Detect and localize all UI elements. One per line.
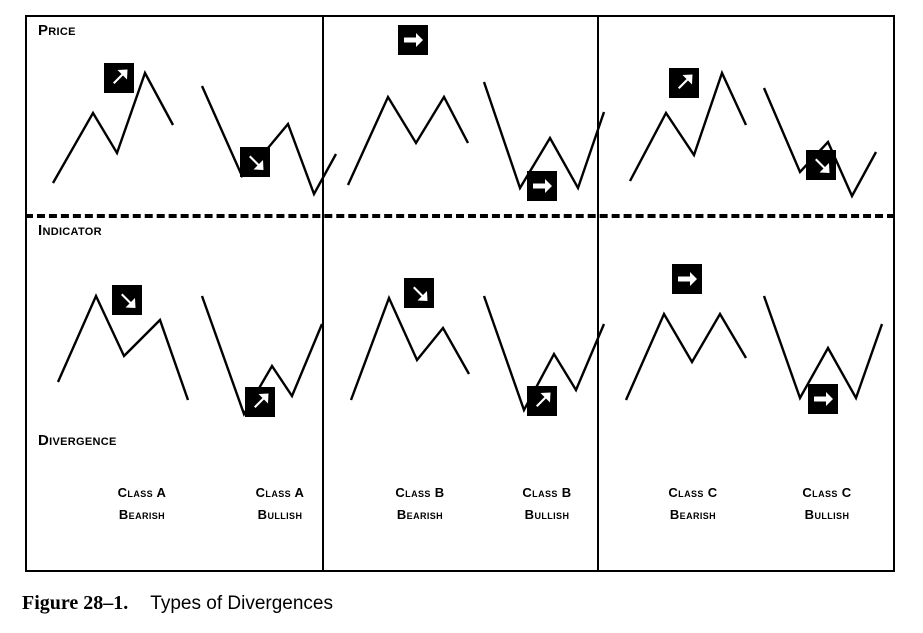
arrow-badge-up-right-price-class-a-bearish <box>104 63 134 93</box>
caption-line-2: Bullish <box>804 507 850 522</box>
arrow-down-right-icon <box>121 293 136 308</box>
caption-line-1: Class A <box>117 485 167 500</box>
caption-line-1: Class B <box>522 485 572 500</box>
caption-line-2: Bearish <box>669 507 717 522</box>
arrow-down-right-icon <box>413 286 428 301</box>
arrow-up-right-icon <box>254 393 269 408</box>
caption-class-c-bearish: Class C Bearish <box>618 482 768 526</box>
arrow-up-right-icon <box>536 392 551 407</box>
caption-line-2: Bearish <box>396 507 444 522</box>
polyline-price-class-b-bullish <box>482 81 606 191</box>
arrow-right-icon <box>814 392 833 406</box>
polyline-indicator-class-b-bearish <box>349 294 471 401</box>
arrow-up-right-icon <box>113 69 128 84</box>
chart-indicator-class-c-bullish <box>758 278 908 408</box>
price-indicator-dashed-divider <box>25 214 895 218</box>
arrow-badge-right-indicator-class-c-bearish <box>672 264 702 294</box>
arrow-right-icon <box>533 179 552 193</box>
arrow-badge-down-right-indicator-class-a-bearish <box>112 285 142 315</box>
chart-indicator-class-a-bearish <box>50 272 200 402</box>
polyline-indicator-class-a-bullish <box>200 295 324 417</box>
arrow-down-right-icon <box>249 155 264 170</box>
arrow-badge-down-right-indicator-class-b-bearish <box>404 278 434 308</box>
arrow-badge-down-right-price-class-c-bullish <box>806 150 836 180</box>
column-divider-2 <box>597 15 599 572</box>
polyline-price-class-c-bullish <box>762 87 878 199</box>
chart-price-class-a-bearish <box>45 55 195 185</box>
chart-indicator-class-b-bearish <box>345 272 495 402</box>
polyline-price-class-a-bullish <box>200 85 338 197</box>
arrow-right-icon <box>678 272 697 286</box>
figure-number: Figure 28–1. <box>22 592 129 614</box>
chart-price-class-c-bearish <box>622 55 772 185</box>
polyline-price-class-c-bearish <box>628 69 748 182</box>
polyline-indicator-class-c-bullish <box>762 295 884 401</box>
row-label-price: Price <box>38 22 76 39</box>
caption-class-c-bullish: Class C Bullish <box>752 482 902 526</box>
arrow-badge-up-right-indicator-class-b-bullish <box>527 386 557 416</box>
figure-frame <box>25 15 895 572</box>
arrow-badge-right-price-class-b-bearish <box>398 25 428 55</box>
arrow-badge-right-price-class-b-bullish <box>527 171 557 201</box>
polyline-indicator-class-b-bullish <box>482 295 606 413</box>
arrow-badge-down-right-price-class-a-bullish <box>240 147 270 177</box>
row-label-indicator: Indicator <box>38 222 102 239</box>
arrow-badge-right-indicator-class-c-bullish <box>808 384 838 414</box>
chart-indicator-class-a-bullish <box>196 282 346 417</box>
caption-line-2: Bullish <box>257 507 303 522</box>
caption-line-1: Class C <box>668 485 718 500</box>
caption-line-1: Class C <box>802 485 852 500</box>
chart-price-class-b-bullish <box>478 68 628 198</box>
caption-class-a-bearish: Class A Bearish <box>67 482 217 526</box>
chart-price-class-b-bearish <box>342 55 492 186</box>
caption-line-2: Bearish <box>118 507 166 522</box>
arrow-down-right-icon <box>815 158 830 173</box>
caption-line-2: Bullish <box>524 507 570 522</box>
caption-class-b-bullish: Class B Bullish <box>472 482 622 526</box>
polyline-price-class-b-bearish <box>346 94 470 186</box>
caption-class-a-bullish: Class A Bullish <box>205 482 355 526</box>
polyline-indicator-class-c-bearish <box>624 311 748 401</box>
chart-price-class-a-bullish <box>196 72 346 202</box>
caption-class-b-bearish: Class B Bearish <box>345 482 495 526</box>
caption-line-1: Class A <box>255 485 305 500</box>
chart-indicator-class-b-bullish <box>478 278 628 413</box>
arrow-badge-up-right-indicator-class-a-bullish <box>245 387 275 417</box>
polyline-price-class-a-bearish <box>51 70 175 184</box>
figure-title: Types of Divergences <box>150 593 333 614</box>
arrow-badge-up-right-price-class-c-bearish <box>669 68 699 98</box>
chart-price-class-c-bullish <box>758 72 908 202</box>
chart-indicator-class-c-bearish <box>620 272 770 402</box>
arrow-right-icon <box>404 33 423 47</box>
column-divider-1 <box>322 15 324 572</box>
arrow-up-right-icon <box>678 74 693 89</box>
polyline-indicator-class-a-bearish <box>56 293 190 401</box>
caption-line-1: Class B <box>395 485 445 500</box>
row-label-divergence: Divergence <box>38 432 117 449</box>
figure-caption: Figure 28–1. Types of Divergences <box>22 592 333 615</box>
